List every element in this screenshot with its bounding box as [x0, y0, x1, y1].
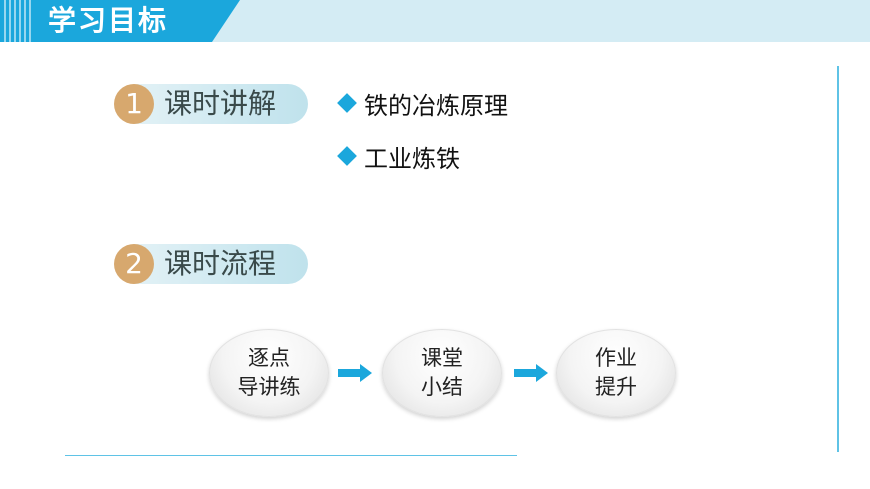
- bullet-item: 工业炼铁: [336, 141, 460, 173]
- bullet-text: 铁的冶炼原理: [364, 91, 508, 120]
- flow-step-line: 作业: [595, 346, 637, 370]
- flow-step-line: 逐点: [248, 346, 290, 370]
- flow-step-line: 导讲练: [237, 375, 301, 399]
- section-process: 2 课时流程: [114, 244, 308, 284]
- flow-step-homework: 作业 提升: [556, 329, 676, 417]
- flow-step-summary: 课堂 小结: [382, 329, 502, 417]
- right-divider: [837, 66, 839, 452]
- flow-step-line: 课堂: [421, 346, 463, 370]
- diamond-bullet-icon: [337, 146, 357, 166]
- flow-step-practice: 逐点 导讲练: [209, 329, 329, 417]
- bullet-text: 工业炼铁: [364, 144, 460, 173]
- header-tab: 学习目标: [0, 0, 240, 42]
- section-title: 课时流程: [164, 247, 277, 280]
- diamond-bullet-icon: [337, 93, 357, 113]
- page-title: 学习目标: [48, 4, 169, 37]
- section-number-badge: 1: [114, 84, 154, 124]
- header-stripes: [4, 0, 31, 42]
- flow-step-line: 小结: [421, 375, 463, 399]
- section-lecture: 1 课时讲解: [114, 84, 308, 124]
- right-arrow-icon: [338, 364, 372, 382]
- bullet-item: 铁的冶炼原理: [336, 88, 508, 120]
- section-title: 课时讲解: [164, 87, 277, 120]
- bottom-divider: [65, 455, 517, 456]
- right-arrow-icon: [514, 364, 548, 382]
- section-number-badge: 2: [114, 244, 154, 284]
- flow-step-line: 提升: [595, 375, 637, 399]
